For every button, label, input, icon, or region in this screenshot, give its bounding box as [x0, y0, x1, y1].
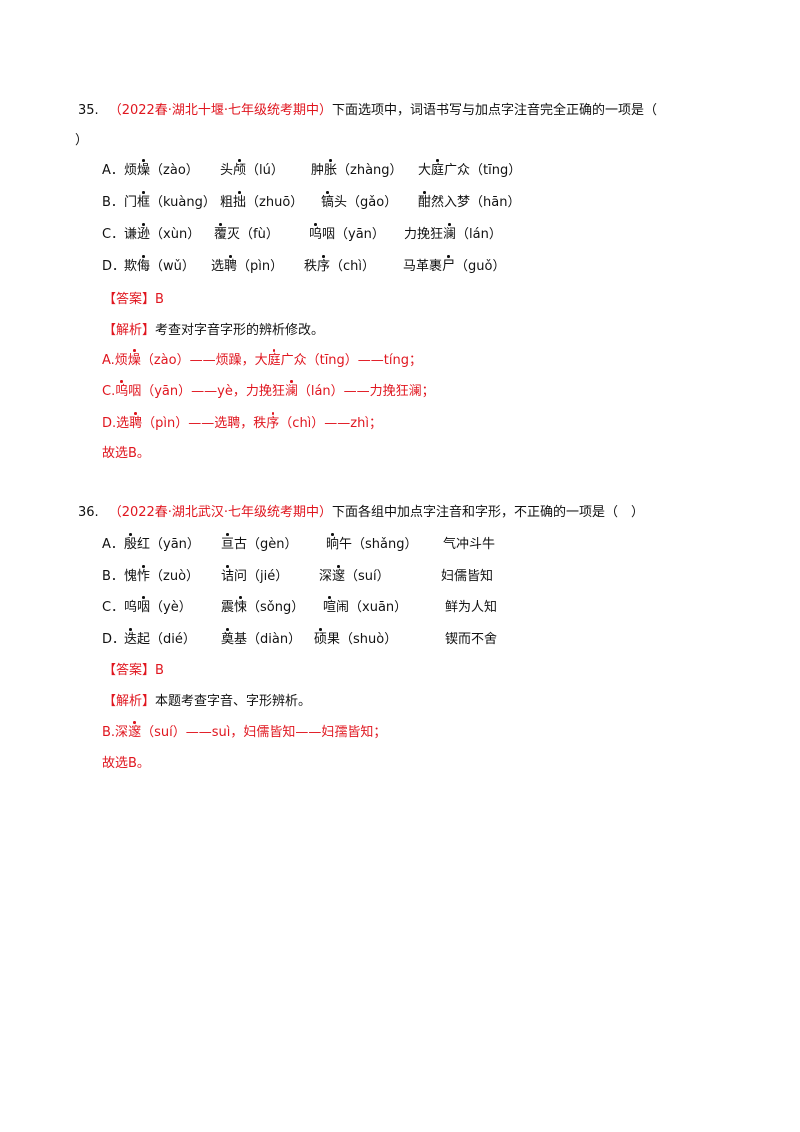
option-item: 妇儒皆知 — [441, 569, 494, 584]
option-item: 硕果（shuò） — [314, 626, 397, 654]
option-item: 鲜为人知 — [445, 600, 498, 615]
option-label: C． — [102, 600, 125, 615]
option-item: 愧怍（zuò） — [124, 563, 199, 591]
option-item: 马革裹尸（guǒ） — [403, 253, 505, 281]
option-item: 呜咽（yān） — [309, 221, 385, 249]
analysis-text: 考查对字音字形的辨析修改。 — [155, 323, 325, 338]
option-label: D． — [102, 259, 126, 274]
option-item: 粗拙（zhuō） — [220, 189, 303, 217]
option-item: 欺侮（wǔ） — [124, 253, 195, 281]
option-item: 诘问（jié） — [221, 563, 288, 591]
answer-value: B — [155, 292, 164, 307]
option-item: 烦燥（zào） — [124, 157, 199, 185]
q35-conclusion: 故选B。 — [102, 446, 150, 461]
analysis-tag: 【解析】 — [103, 694, 156, 709]
answer-tag: 【答案】 — [103, 663, 156, 678]
option-item: 酣然入梦（hān） — [418, 189, 520, 217]
option-item: 秩序（chì） — [304, 253, 375, 281]
answer-tag: 【答案】 — [103, 292, 156, 307]
question-number: 35. — [78, 103, 99, 118]
q35-answer: 【答案】B — [103, 286, 164, 314]
question-text: 下面选项中，词语书写与加点字注音完全正确的一项是（ — [332, 103, 658, 118]
option-item: 迭起（dié） — [124, 626, 196, 654]
option-item: 深邃（suí） — [319, 563, 390, 591]
option-label: A． — [102, 537, 124, 552]
option-label: A． — [102, 163, 124, 178]
option-item: 锲而不舍 — [445, 632, 498, 647]
question-source: （2022春·湖北武汉·七年级统考期中） — [108, 505, 333, 520]
option-item: 奠基（diàn） — [221, 626, 301, 654]
q36-analysis-line-1: B.深邃（suí）——suì，妇儒皆知——妇孺皆知； — [102, 719, 386, 747]
q36-analysis: 【解析】本题考查字音、字形辨析。 — [103, 688, 311, 716]
question-text: 下面各组中加点字注音和字形，不正确的一项是（ ） — [332, 505, 645, 520]
option-item: 肿胀（zhàng） — [311, 157, 403, 185]
question-35-stem: 35. （2022春·湖北十堰·七年级统考期中）下面选项中，词语书写与加点字注音完… — [75, 96, 728, 156]
q36-conclusion: 故选B。 — [102, 756, 150, 771]
option-label: C． — [102, 227, 125, 242]
option-item: 晌午（shǎng） — [326, 531, 418, 559]
q35-analysis-line-3: D.选聘（pìn）——选聘，秩序（chì）——zhì； — [102, 410, 382, 438]
answer-value: B — [155, 663, 164, 678]
q35-analysis: 【解析】考查对字音字形的辨析修改。 — [103, 317, 324, 345]
analysis-tag: 【解析】 — [103, 323, 156, 338]
question-36-stem: 36. （2022春·湖北武汉·七年级统考期中）下面各组中加点字注音和字形，不正确… — [78, 498, 728, 528]
analysis-text: 本题考查字音、字形辨析。 — [155, 694, 312, 709]
q35-analysis-line-2: C.呜咽（yān）——yè，力挽狂澜（lán）——力挽狂澜； — [102, 378, 435, 406]
option-item: 谦逊（xùn） — [124, 221, 200, 249]
q35-analysis-line-1: A.烦燥（zào）——烦躁，大庭广众（tīng）——tíng； — [102, 347, 422, 375]
option-item: 震悚（sǒng） — [221, 594, 304, 622]
question-source: （2022春·湖北十堰·七年级统考期中） — [108, 103, 333, 118]
option-item: 大庭广众（tīng） — [418, 157, 521, 185]
option-item: 选聘（pìn） — [211, 253, 283, 281]
option-label: B． — [102, 569, 124, 584]
option-item: 镐头（gǎo） — [321, 189, 397, 217]
option-item: 头颅（lú） — [220, 157, 284, 185]
option-label: B． — [102, 195, 124, 210]
option-item: 喧闹（xuān） — [323, 594, 407, 622]
q36-answer: 【答案】B — [103, 657, 164, 685]
option-label: D． — [102, 632, 126, 647]
option-item: 呜咽（yè） — [124, 594, 192, 622]
question-number: 36. — [78, 505, 99, 520]
option-item: 覆灭（fù） — [214, 221, 279, 249]
option-item: 亘古（gèn） — [221, 531, 298, 559]
question-text-end: ） — [75, 133, 89, 148]
option-item: 门框（kuàng） — [124, 189, 216, 217]
option-item: 殷红（yān） — [124, 531, 200, 559]
option-item: 气冲斗牛 — [443, 537, 496, 552]
option-item: 力挽狂澜（lán） — [404, 221, 502, 249]
